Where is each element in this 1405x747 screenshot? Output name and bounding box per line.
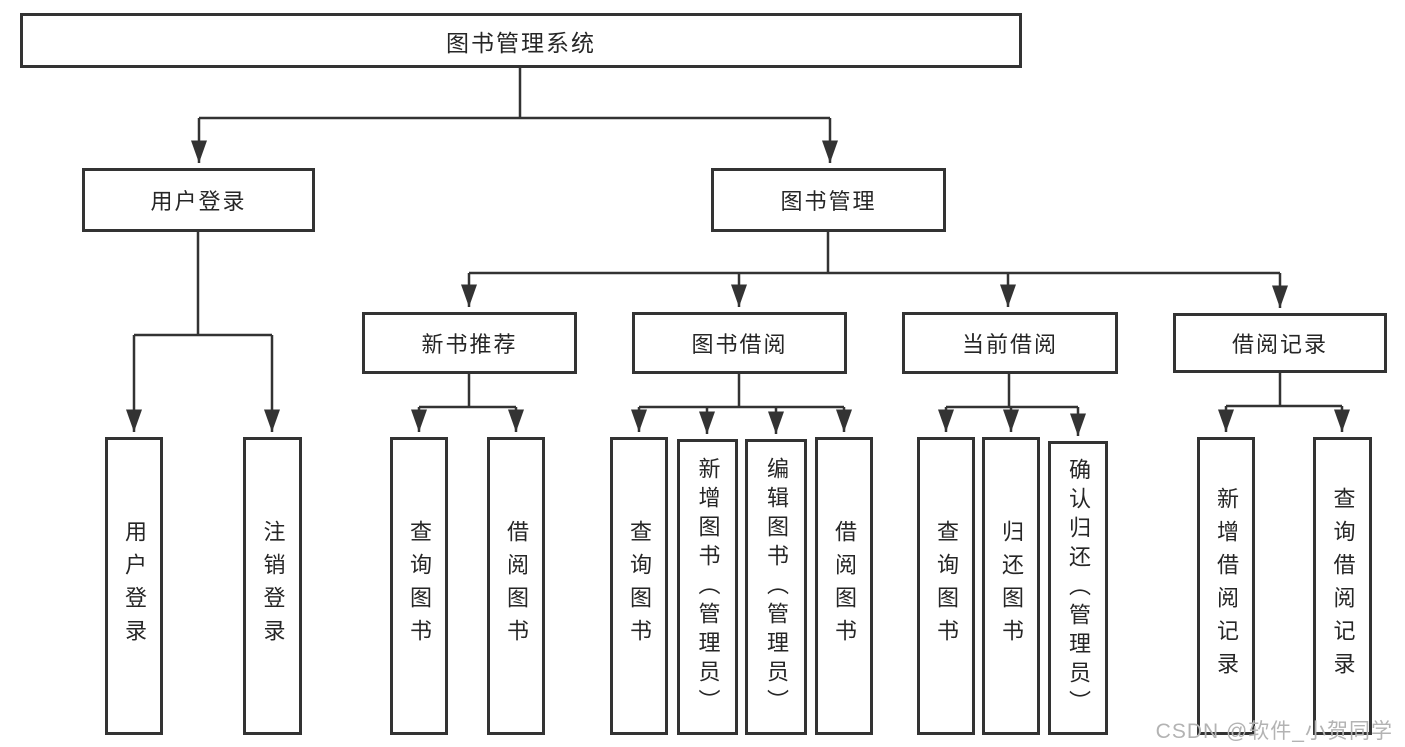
leaf-logout-label: 注销登录 (260, 520, 286, 652)
node-borrowing-records: 借阅记录 (1173, 313, 1387, 373)
leaf-add-books-admin: 新增图书（管理员） (677, 439, 738, 735)
leaf-borrowing-query-books-label: 查询图书 (627, 520, 652, 652)
leaf-current-query-books-label: 查询图书 (934, 520, 959, 652)
csdn-watermark: CSDN @软件_小贺同学 (1155, 720, 1393, 743)
leaf-recommend-borrow-books-label: 借阅图书 (504, 520, 529, 652)
leaf-query-borrow-record-label: 查询借阅记录 (1330, 487, 1356, 685)
node-book-borrowing: 图书借阅 (632, 312, 847, 374)
leaf-query-borrow-record: 查询借阅记录 (1313, 437, 1372, 735)
node-current-borrowing-label: 当前借阅 (961, 332, 1058, 357)
node-new-book-recommend: 新书推荐 (362, 312, 577, 374)
leaf-edit-books-admin-label: 编辑图书（管理员） (764, 456, 789, 718)
leaf-add-borrow-record: 新增借阅记录 (1197, 437, 1255, 735)
leaf-recommend-borrow-books: 借阅图书 (487, 437, 545, 735)
leaf-return-books: 归还图书 (982, 437, 1040, 735)
leaf-user-login: 用户登录 (105, 437, 163, 735)
node-book-borrowing-label: 图书借阅 (691, 332, 788, 357)
node-root-label: 图书管理系统 (446, 29, 596, 56)
leaf-confirm-return-admin: 确认归还（管理员） (1048, 441, 1108, 735)
node-book-management-label: 图书管理 (780, 189, 877, 214)
node-new-book-recommend-label: 新书推荐 (421, 332, 518, 357)
node-user-login-label: 用户登录 (150, 189, 247, 214)
node-current-borrowing: 当前借阅 (902, 312, 1118, 374)
leaf-add-books-admin-label: 新增图书（管理员） (695, 456, 721, 718)
leaf-recommend-query-books: 查询图书 (390, 437, 448, 735)
leaf-add-borrow-record-label: 新增借阅记录 (1214, 487, 1239, 685)
node-book-management: 图书管理 (711, 168, 946, 232)
leaf-confirm-return-admin-label: 确认归还（管理员） (1066, 457, 1091, 719)
leaf-edit-books-admin: 编辑图书（管理员） (745, 439, 807, 735)
leaf-return-books-label: 归还图书 (999, 520, 1024, 652)
node-root: 图书管理系统 (20, 13, 1022, 68)
node-user-login: 用户登录 (82, 168, 315, 232)
leaf-borrowing-query-books: 查询图书 (610, 437, 668, 735)
node-borrowing-records-label: 借阅记录 (1231, 332, 1328, 357)
leaf-borrowing-borrow-books-label: 借阅图书 (832, 520, 857, 652)
leaf-logout: 注销登录 (243, 437, 302, 735)
leaf-borrowing-borrow-books: 借阅图书 (815, 437, 873, 735)
leaf-current-query-books: 查询图书 (917, 437, 975, 735)
leaf-recommend-query-books-label: 查询图书 (407, 520, 432, 652)
leaf-user-login-label: 用户登录 (122, 520, 147, 652)
